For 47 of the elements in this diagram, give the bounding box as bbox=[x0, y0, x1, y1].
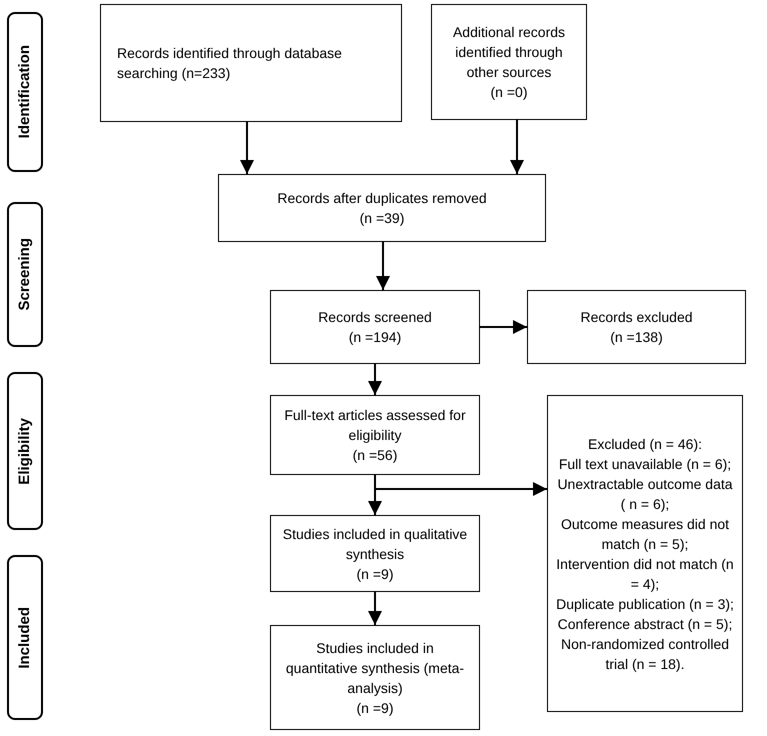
arrow bbox=[368, 592, 382, 625]
process-box bbox=[527, 290, 746, 364]
box-text: Additional records identified through other sources bbox=[452, 23, 566, 82]
box-text: Records after duplicates removed bbox=[277, 189, 487, 208]
process-box bbox=[218, 174, 546, 242]
box-text: Outcome measures did not match (n = 5); bbox=[560, 514, 730, 554]
process-box bbox=[270, 515, 480, 592]
box-text: Studies included in qualitative synthesis bbox=[282, 524, 468, 564]
process-box bbox=[270, 625, 480, 730]
box-text: Excluded (n = 46): bbox=[588, 434, 702, 454]
box-text: Studies included in quantitative synthesis (meta-analysis) bbox=[284, 638, 466, 698]
box-text: (n =9) bbox=[356, 564, 394, 584]
box-text: Full-text articles assessed for eligibility bbox=[283, 406, 467, 445]
arrow bbox=[376, 242, 390, 290]
arrow bbox=[480, 320, 527, 334]
phase-label: Included bbox=[14, 606, 34, 668]
box-text: (n =194) bbox=[348, 328, 402, 347]
phase-label: Screening bbox=[14, 238, 34, 311]
box-text: (n =138) bbox=[610, 328, 663, 347]
process-box bbox=[100, 4, 402, 122]
box-text: Records screened bbox=[318, 308, 432, 327]
phase-band bbox=[7, 202, 43, 347]
box-text: Conference abstract (n = 5); bbox=[558, 614, 732, 634]
phase-band bbox=[7, 555, 43, 720]
box-text: (n =56) bbox=[352, 446, 398, 465]
box-text: Intervention did not match (n = 4); bbox=[556, 554, 734, 594]
arrow bbox=[510, 120, 524, 174]
box-text: (n =0) bbox=[490, 83, 528, 102]
box-text: Full text unavailable (n = 6); bbox=[558, 454, 732, 474]
box-text: Non-randomized controlled trial (n = 18). bbox=[560, 634, 730, 674]
box-text: Unextractable outcome data ( n = 6); bbox=[556, 474, 734, 514]
phase-label: Eligibility bbox=[14, 418, 34, 484]
box-text: Duplicate publication (n = 3); bbox=[556, 594, 734, 614]
arrow bbox=[240, 122, 254, 174]
box-text: Records excluded bbox=[580, 308, 693, 327]
box-text: (n =39) bbox=[360, 209, 404, 228]
process-box bbox=[547, 395, 743, 712]
arrow bbox=[368, 364, 382, 395]
phase-band bbox=[7, 12, 43, 172]
phase-label: Identification bbox=[14, 45, 34, 139]
box-text: Records identified through database searching (n=233) bbox=[117, 44, 343, 83]
process-box bbox=[270, 290, 480, 364]
process-box bbox=[431, 4, 587, 120]
box-text: (n =9) bbox=[356, 698, 394, 718]
phase-band bbox=[7, 372, 43, 530]
process-box bbox=[270, 395, 480, 475]
arrow bbox=[374, 475, 547, 496]
